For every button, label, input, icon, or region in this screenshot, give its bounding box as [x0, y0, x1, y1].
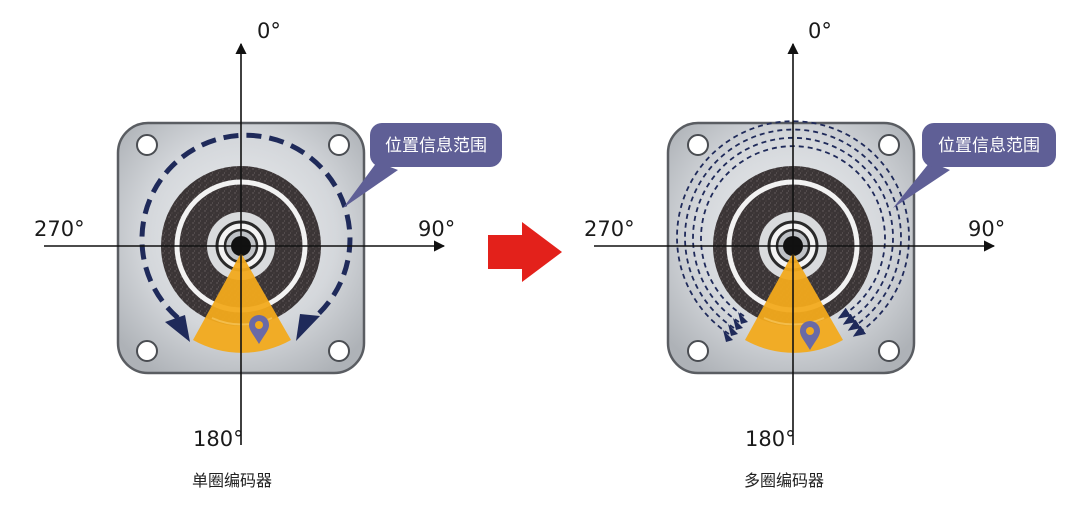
range-arc-dashed	[139, 132, 353, 324]
angle-label-right: 90°	[968, 217, 1005, 241]
mounting-hole	[878, 340, 900, 362]
range-arrowhead-right	[296, 314, 320, 341]
range-arrowhead-left	[165, 315, 190, 342]
range-arc-dashed	[676, 120, 910, 337]
panel-caption: 多圈编码器	[744, 471, 824, 490]
mounting-hole	[136, 134, 158, 156]
mounting-hole	[687, 340, 709, 362]
panel-caption: 单圈编码器	[192, 471, 272, 490]
callout-label: 位置信息范围	[938, 136, 1040, 156]
angle-label-top: 0°	[257, 19, 281, 43]
location-pin-icon	[249, 315, 269, 344]
mounting-hole	[328, 340, 350, 362]
angle-label-bottom: 180°	[193, 427, 244, 451]
angle-label-left: 270°	[34, 217, 85, 241]
angle-label-left: 270°	[584, 217, 635, 241]
angle-label-right: 90°	[418, 217, 455, 241]
mounting-hole	[136, 340, 158, 362]
sector-arc-highlight	[763, 317, 825, 326]
mounting-hole	[687, 134, 709, 156]
multi-turn-left-arrowheads	[723, 312, 748, 342]
location-pin-icon	[800, 321, 820, 350]
callout-label: 位置信息范围	[385, 136, 487, 156]
single-turn-panel: 0° 90° 270° 180° 位置信息范围 单圈编码器	[34, 19, 502, 490]
angle-label-bottom: 180°	[745, 427, 796, 451]
mounting-hole	[328, 134, 350, 156]
multi-turn-panel: 0° 90° 270° 180° 位置信息范围 多圈编码器	[584, 19, 1056, 490]
angle-label-top: 0°	[808, 19, 832, 43]
transition-arrow-icon	[488, 222, 562, 282]
position-range-callout: 位置信息范围	[343, 123, 502, 208]
mounting-hole	[878, 134, 900, 156]
position-range-callout: 位置信息范围	[893, 123, 1056, 208]
